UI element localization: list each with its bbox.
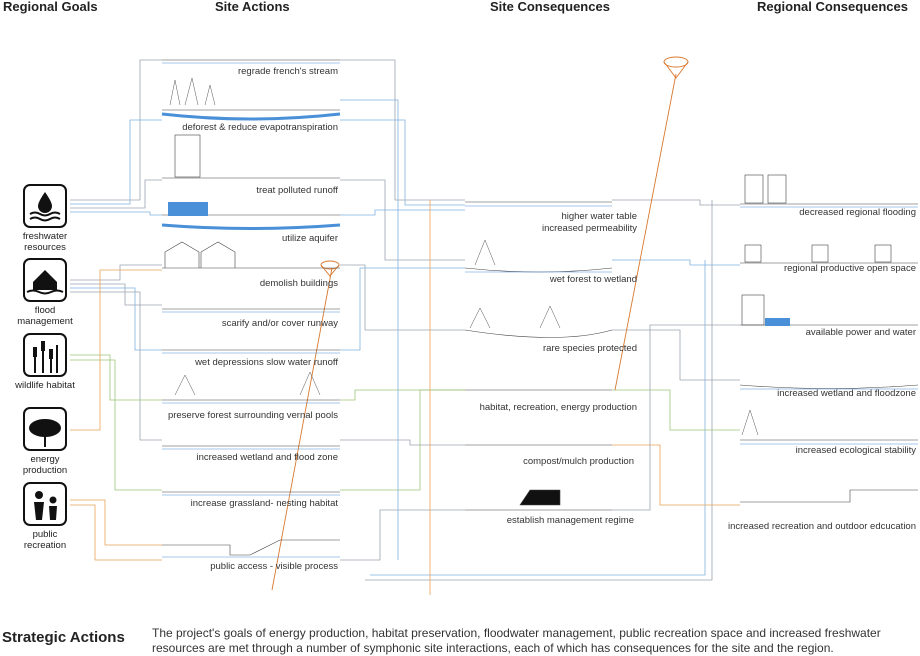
site-action-label: treat polluted runoff <box>256 185 338 196</box>
column-title-site-actions: Site Actions <box>215 0 290 14</box>
goal-freshwater-resources: freshwater resources <box>14 184 76 253</box>
footer-title: Strategic Actions <box>2 629 125 646</box>
site-action-label: deforest & reduce evapotranspiration <box>182 122 338 133</box>
footer-description: The project's goals of energy production… <box>152 626 881 655</box>
goal-label: wildlife habitat <box>15 380 75 391</box>
site-consequence-label: higher water table <box>561 211 637 222</box>
site-consequence-label: wet forest to wetland <box>549 274 637 285</box>
site-action-label: regrade french's stream <box>237 66 338 77</box>
site-action-label: demolish buildings <box>259 278 338 289</box>
goal-wildlife-habitat: wildlife habitat <box>14 333 76 391</box>
people-playing-icon <box>23 482 67 526</box>
goal-label: public recreation <box>23 529 67 551</box>
regional-consequence-label: increased recreation and outdoor edcucat… <box>727 521 916 532</box>
site-action-label: utilize aquifer <box>282 233 338 244</box>
flooded-house-icon <box>23 258 67 302</box>
site-action-label: increased wetland and flood zone <box>196 452 338 463</box>
goal-label: flood management <box>17 305 73 327</box>
regional-consequence-label: increased ecological stability <box>795 445 916 456</box>
site-action-label: scarify and/or cover runway <box>221 318 338 329</box>
site-action-label: increase grassland- nesting habitat <box>190 498 338 509</box>
site-consequence-label: habitat, recreation, energy production <box>479 402 637 413</box>
water-drop-waves-icon <box>23 184 67 228</box>
column-title-regional-consequences: Regional Consequences <box>757 0 908 14</box>
goal-label: freshwater resources <box>22 231 68 253</box>
regional-consequence-label: decreased regional flooding <box>799 207 916 218</box>
balloon-disc-icon <box>23 407 67 451</box>
site-consequence-label: increased permeability <box>541 223 637 234</box>
goal-label: energy production <box>22 454 68 476</box>
goal-energy-production: energy production <box>14 407 76 476</box>
column-title-site-consequences: Site Consequences <box>490 0 610 14</box>
goal-public-recreation: public recreation <box>14 482 76 551</box>
site-action-label: preserve forest surrounding vernal pools <box>167 410 338 421</box>
regional-consequence-label: available power and water <box>805 327 916 338</box>
column-title-regional-goals: Regional Goals <box>3 0 98 14</box>
regional-consequence-label: regional productive open space <box>783 263 916 274</box>
goal-flood-management: flood management <box>14 258 76 327</box>
site-consequence-label: compost/mulch production <box>523 456 634 467</box>
site-consequence-label: establish management regime <box>506 515 634 526</box>
site-action-label: public access - visible process <box>210 561 338 572</box>
site-action-label: wet depressions slow water runoff <box>195 357 338 368</box>
regional-consequence-label: increased wetland and floodzone <box>777 388 916 399</box>
site-consequence-label: rare species protected <box>543 343 637 354</box>
cattail-reeds-icon <box>23 333 67 377</box>
